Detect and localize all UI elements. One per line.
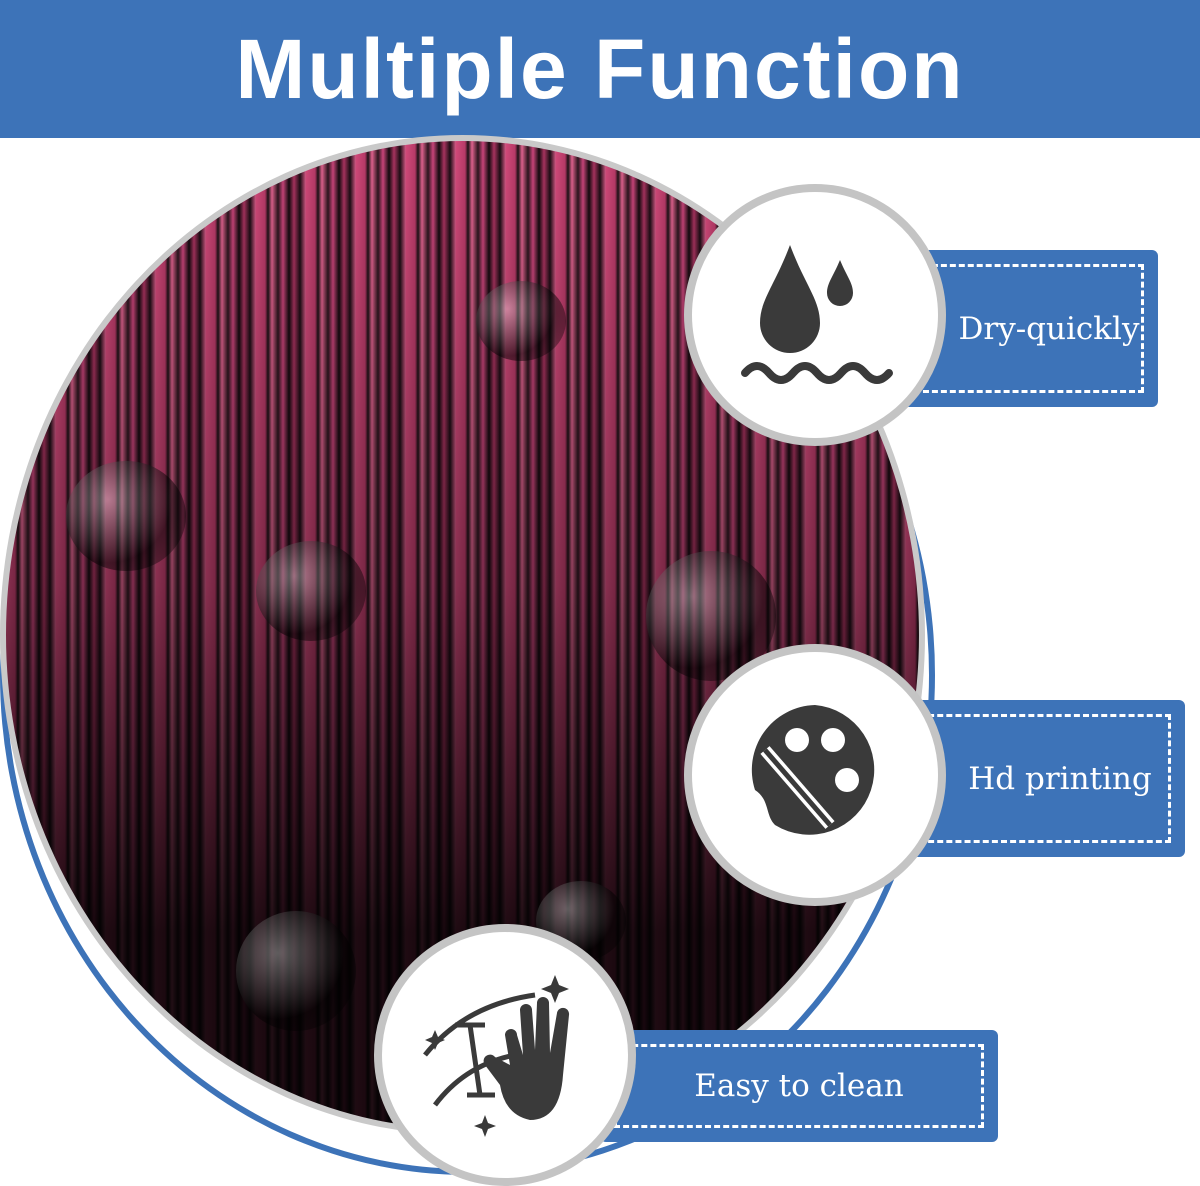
feature-label-easy-to-clean: Easy to clean [600, 1030, 998, 1142]
feature-icon-hd-printing [684, 644, 946, 906]
feature-label-text: Easy to clean [694, 1068, 904, 1104]
header-banner: Multiple Function [0, 0, 1200, 138]
feature-label-text: Dry-quickly [958, 310, 1140, 347]
feature-label-text: Hd printing [968, 760, 1152, 797]
paint-palette-icon [751, 705, 875, 835]
water-droplet [236, 911, 356, 1031]
feature-label-hd-printing: Hd printing [905, 700, 1185, 857]
water-droplet [66, 461, 186, 571]
water-droplet [476, 281, 566, 361]
water-droplet [256, 541, 366, 641]
page-title: Multiple Function [235, 21, 965, 116]
water-drop-icon [741, 245, 893, 384]
feature-icon-easy-to-clean [374, 924, 636, 1186]
wipe-clean-hand-icon [423, 975, 570, 1137]
feature-icon-dry-quickly [684, 184, 946, 446]
